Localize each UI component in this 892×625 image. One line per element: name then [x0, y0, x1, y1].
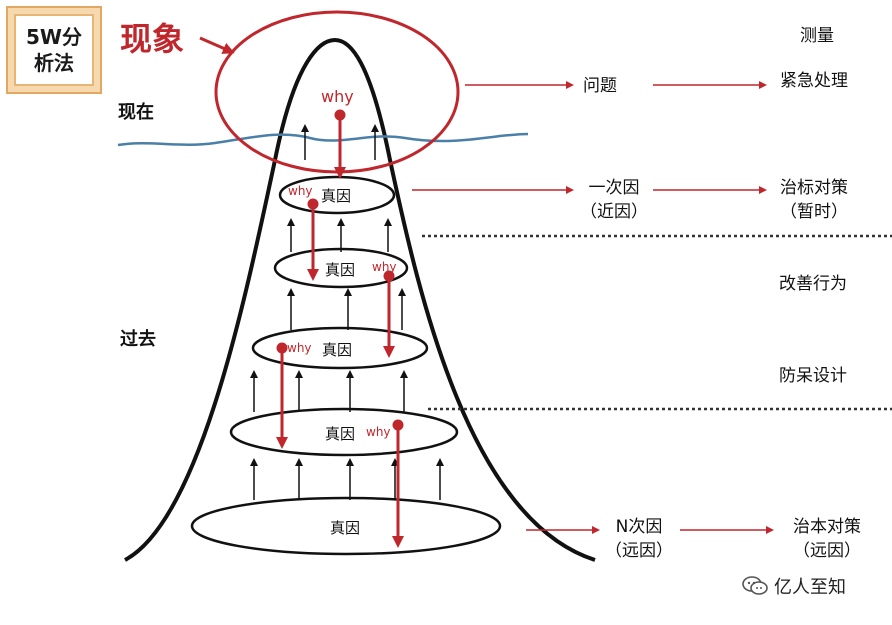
- n-cause-sub-label: （远因）: [605, 541, 673, 561]
- n-cause-label: N次因: [615, 517, 663, 537]
- true-cause-label-4: 真因: [325, 425, 356, 443]
- method-badge: 5W分 析法: [6, 6, 102, 94]
- why-arrows: [276, 109, 404, 548]
- phenomenon-label: 现象: [120, 20, 185, 58]
- first-cause-block: 一次因 （近因）: [575, 176, 653, 224]
- wechat-icon: [742, 576, 768, 595]
- true-cause-label-5: 真因: [330, 519, 361, 537]
- badge-line-2: 析法: [34, 51, 74, 75]
- phenomenon-pointer-arrow: [199, 36, 235, 54]
- why-label-4: why: [366, 425, 391, 439]
- treat-root-block: 治本对策 （远因）: [782, 515, 872, 563]
- time-past-label: 过去: [120, 329, 156, 350]
- mountain-curve: [124, 37, 596, 562]
- why-label-top: why: [321, 87, 354, 106]
- cause-ellipse-3: [251, 326, 429, 370]
- true-cause-label-3: 真因: [322, 341, 353, 359]
- cause-ellipse-4: [229, 407, 459, 457]
- problem-label: 问题: [583, 76, 617, 96]
- treat-symptom-block: 治标对策 （暂时）: [772, 176, 856, 224]
- true-cause-label-2: 真因: [325, 261, 356, 279]
- cause-ellipse-5: [190, 496, 502, 556]
- water-line: [117, 132, 529, 147]
- first-cause-label: 一次因: [588, 178, 640, 198]
- treat-root-sub-label: （远因）: [793, 541, 861, 561]
- method-badge-inner: 5W分 析法: [14, 14, 94, 86]
- why-label-2: why: [372, 260, 397, 274]
- treat-symptom-sub-label: （暂时）: [780, 202, 848, 222]
- upward-arrows: [250, 124, 444, 500]
- treat-symptom-label: 治标对策: [780, 178, 848, 198]
- right-arrows: [412, 81, 774, 534]
- time-now-label: 现在: [118, 102, 154, 123]
- first-cause-sub-label: （近因）: [580, 202, 648, 222]
- measure-header: 测量: [800, 26, 834, 46]
- badge-line-1: 5W分: [26, 25, 82, 49]
- mistake-proof-label: 防呆设计: [779, 366, 847, 386]
- emergency-label: 紧急处理: [780, 71, 848, 91]
- watermark-text: 亿人至知: [774, 577, 846, 598]
- why-label-3: why: [287, 341, 312, 355]
- why-label-1: why: [288, 184, 313, 198]
- true-cause-label-1: 真因: [321, 187, 352, 205]
- treat-root-label: 治本对策: [793, 517, 861, 537]
- watermark: 亿人至知: [742, 573, 846, 599]
- n-cause-block: N次因 （远因）: [598, 515, 680, 563]
- improve-behavior-label: 改善行为: [779, 274, 847, 294]
